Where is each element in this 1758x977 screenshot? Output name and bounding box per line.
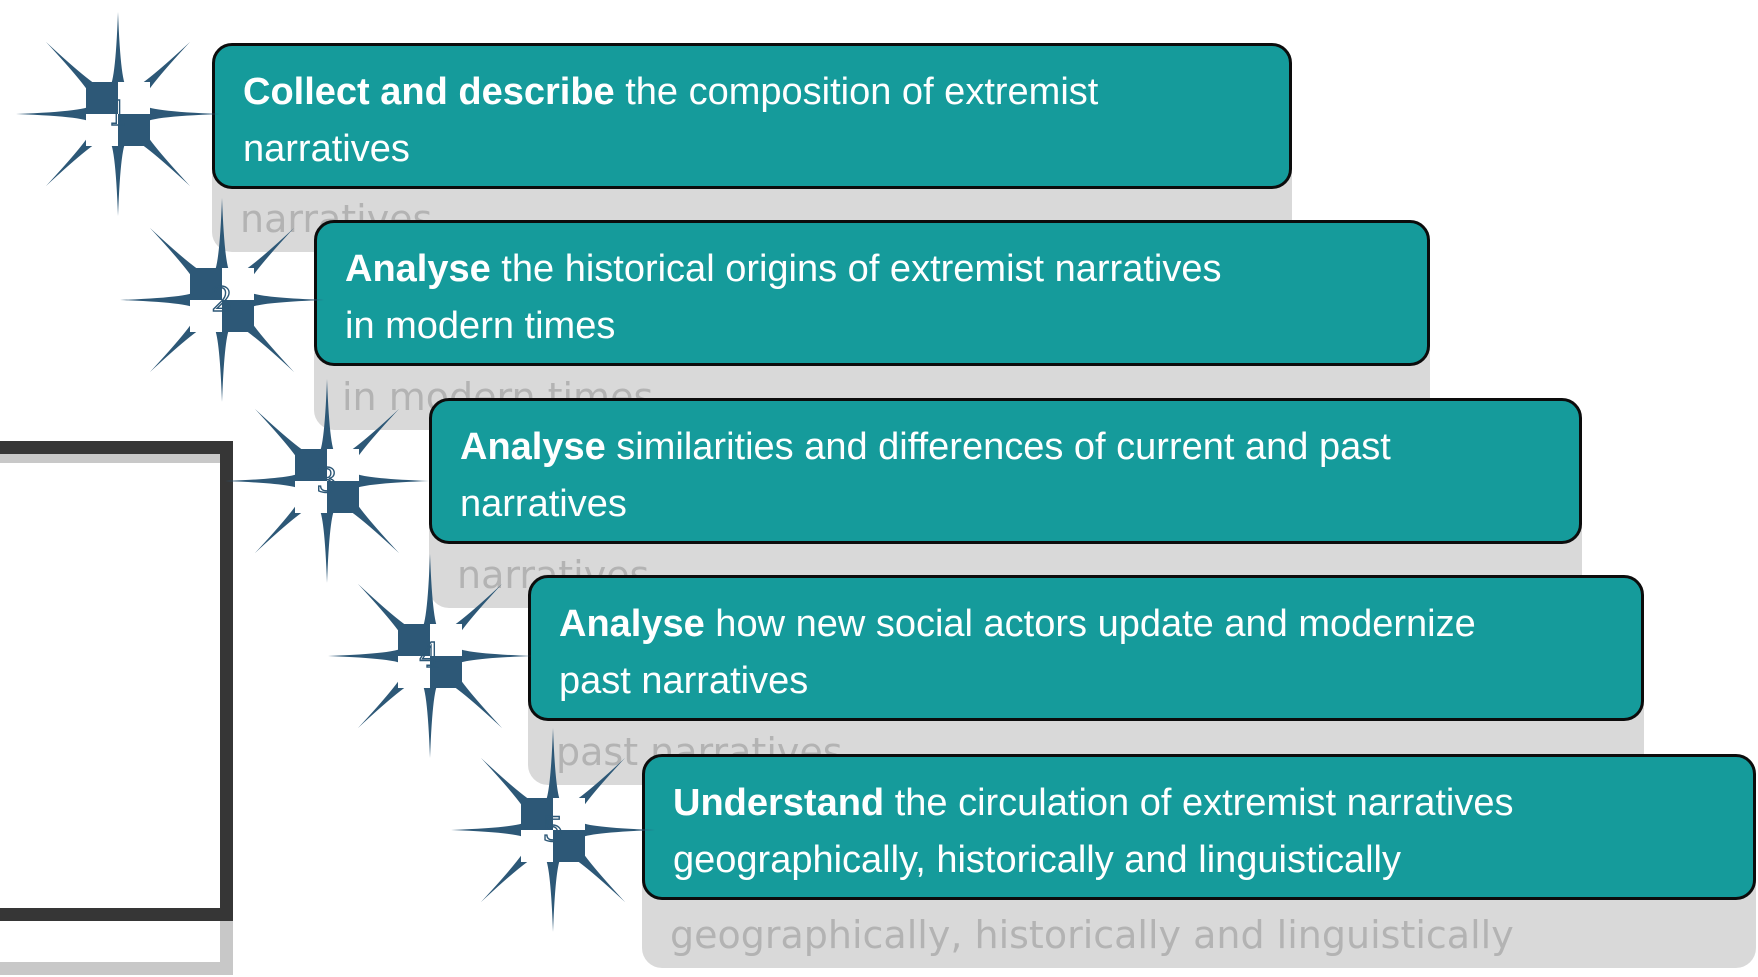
frame-outline [0, 441, 233, 921]
step-5-box: Understand the circulation of extremist … [642, 754, 1756, 900]
step-3-box: Analyse similarities and differences of … [429, 398, 1582, 544]
step-4-text-line2: past narratives [559, 660, 809, 702]
star-checker-square [521, 798, 553, 830]
star-checker-square [327, 481, 359, 513]
step-5-text-line2: geographically, historically and linguis… [673, 839, 1401, 881]
step-3-text-line2: narratives [460, 483, 627, 525]
star-checker-square [430, 624, 462, 656]
step-4-star-icon: 4 [325, 551, 535, 761]
step-2-box: Analyse the historical origins of extrem… [314, 220, 1430, 366]
step-3-text: similarities and differences of current … [605, 426, 1391, 468]
step-2-text-line2: in modern times [345, 305, 616, 347]
step-5-star-icon: 5 [448, 725, 658, 935]
step-5-shadow-text: geographically, historically and linguis… [670, 913, 1514, 957]
step-2-number: 2 [210, 279, 233, 320]
star-checker-square [430, 656, 462, 688]
step-3-keyword: Analyse [460, 426, 606, 468]
step-5-keyword: Understand [673, 782, 885, 824]
star-checker-square [118, 82, 150, 114]
step-1-keyword: Collect and describe [243, 71, 615, 113]
star-checker-square [190, 268, 222, 300]
star-checker-square [398, 656, 430, 688]
step-1-box: Collect and describe the composition of … [212, 43, 1292, 189]
step-1-number: 1 [106, 93, 129, 134]
step-1-star-icon: 1 [13, 9, 223, 219]
step-3-number: 3 [315, 460, 338, 501]
star-checker-square [86, 114, 118, 146]
step-1-text-line2: narratives [243, 128, 410, 170]
step-1-text: the composition of extremist [614, 71, 1099, 113]
step-4-number: 4 [418, 635, 441, 676]
step-2-star-icon: 2 [117, 195, 327, 405]
star-checker-square [327, 449, 359, 481]
star-checker-square [222, 300, 254, 332]
star-checker-square [553, 830, 585, 862]
star-checker-square [190, 300, 222, 332]
star-checker-square [295, 481, 327, 513]
star-checker-square [86, 82, 118, 114]
star-checker-square [118, 114, 150, 146]
star-checker-square [521, 830, 553, 862]
star-checker-square [398, 624, 430, 656]
star-checker-square [222, 268, 254, 300]
star-checker-square [295, 449, 327, 481]
star-checker-square [553, 798, 585, 830]
step-5-text: the circulation of extremist narratives [884, 782, 1514, 824]
step-5-number: 5 [541, 809, 564, 850]
step-4-text: how new social actors update and moderni… [704, 603, 1476, 645]
step-2-keyword: Analyse [345, 248, 491, 290]
step-3-star-icon: 3 [222, 376, 432, 586]
step-4-keyword: Analyse [559, 603, 705, 645]
step-2-text: the historical origins of extremist narr… [490, 248, 1222, 290]
step-4-box: Analyse how new social actors update and… [528, 575, 1644, 721]
